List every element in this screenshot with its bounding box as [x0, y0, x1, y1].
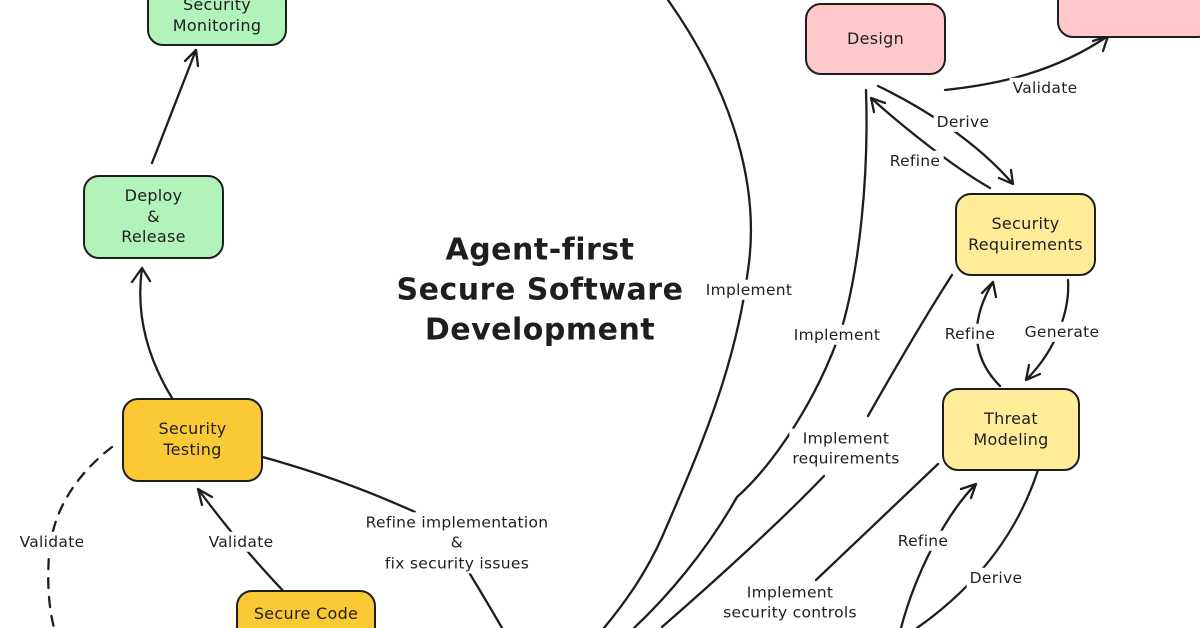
curve-testing-refine-implementation: [257, 454, 504, 628]
edge-label-implement-security-controls: Implement security controls: [720, 582, 860, 624]
edge-label-validate-top: Validate: [1009, 77, 1081, 99]
node-deploy-release-label: Deploy & Release: [121, 185, 186, 247]
edge-label-validate-left: Validate: [16, 531, 88, 553]
arrow-refine-to-design: [869, 96, 992, 190]
arrow-deploy-to-monitoring: [150, 48, 200, 165]
diagram-title: Agent-first Secure Software Development: [396, 232, 684, 349]
edge-label-validate-mid: Validate: [205, 531, 277, 553]
arrow-testing-to-deploy: [130, 266, 174, 400]
node-security-requirements: Security Requirements: [955, 193, 1096, 276]
curve-derive-from-threat-modeling: [915, 468, 1040, 628]
edge-label-derive-bottom: Derive: [966, 567, 1026, 589]
curve-implement-from-top: [602, 0, 753, 628]
edge-label-implement-1: Implement: [702, 279, 796, 301]
edge-label-generate: Generate: [1021, 321, 1103, 343]
node-design-label: Design: [846, 28, 905, 48]
node-security-monitoring: Security Monitoring: [147, 0, 287, 46]
node-security-monitoring-label: Security Monitoring: [172, 0, 262, 35]
node-threat-modeling-label: Threat Modeling: [973, 408, 1049, 449]
node-security-testing: Security Testing: [122, 398, 263, 482]
edge-label-refine-mid: Refine: [941, 323, 999, 345]
node-threat-modeling: Threat Modeling: [942, 388, 1080, 471]
edge-label-refine-implementation: Refine implementation & fix security iss…: [362, 512, 552, 574]
node-requirements-partial: [1057, 0, 1200, 38]
edge-label-refine-bottom: Refine: [894, 530, 952, 552]
node-deploy-release: Deploy & Release: [83, 175, 224, 259]
node-security-requirements-label: Security Requirements: [968, 213, 1083, 254]
arrow-refine-to-threat-modeling: [899, 482, 978, 628]
edge-label-implement-requirements: Implement requirements: [789, 428, 903, 470]
edge-label-refine-top: Refine: [886, 150, 944, 172]
curve-implement-security-controls: [814, 462, 940, 582]
node-secure-code: Secure Code: [236, 590, 376, 628]
node-design: Design: [805, 3, 946, 75]
edge-label-implement-2: Implement: [790, 324, 884, 346]
node-security-testing-label: Security Testing: [158, 419, 227, 459]
node-secure-code-label: Secure Code: [253, 604, 359, 623]
curve-implement-from-design: [632, 88, 868, 628]
edge-label-derive-top: Derive: [933, 111, 993, 133]
curve-implement-requirements: [660, 273, 954, 628]
